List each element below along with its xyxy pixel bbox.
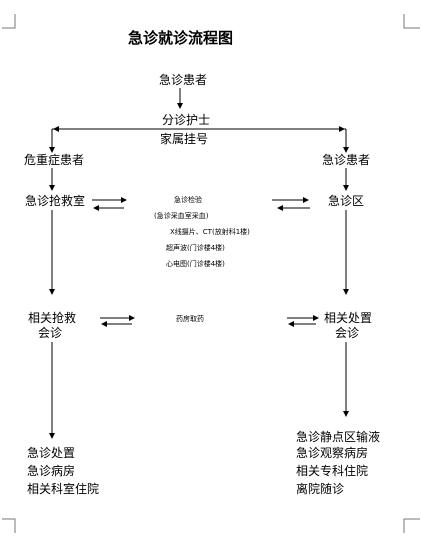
node-rescue-consult-1: 相关抢救	[28, 311, 77, 325]
node-emergency-patient: 急诊患者	[322, 153, 371, 167]
node-rescue-consult-2: 会诊	[38, 326, 63, 340]
exam-ecg: 心电图(门诊楼4楼)	[166, 260, 225, 268]
outcome-left-1: 急诊处置	[27, 446, 76, 460]
page-corner-marks	[2, 14, 420, 533]
node-pharmacy: 药房取药	[176, 315, 204, 323]
outcome-left-3: 相关科室住院	[27, 482, 100, 496]
node-disposal-consult-1: 相关处置	[324, 311, 373, 325]
outcome-right-3: 相关专科住院	[296, 464, 369, 478]
node-rescue-room: 急诊抢救室	[25, 194, 86, 208]
exam-lab: 急诊检验	[174, 196, 202, 204]
exam-xray-ct: X线摄片、CT(放射科1楼)	[170, 228, 250, 236]
node-patient: 急诊患者	[159, 73, 208, 87]
node-family-register: 家属挂号	[160, 132, 209, 146]
outcome-right-2: 急诊观察病房	[296, 446, 369, 460]
outcome-right-1: 急诊静点区输液	[296, 430, 381, 444]
outcome-right-4: 离院随诊	[296, 482, 345, 496]
outcome-left-2: 急诊病房	[27, 464, 76, 478]
page-title: 急诊就诊流程图	[128, 29, 234, 47]
node-critical-patient: 危重症患者	[24, 153, 85, 167]
exam-blood: (急诊采血室采血)	[154, 212, 209, 220]
exam-ultrasound: 超声波(门诊楼4楼)	[166, 244, 225, 252]
node-disposal-consult-2: 会诊	[335, 326, 360, 340]
node-triage-nurse: 分诊护士	[162, 113, 211, 127]
node-emergency-area: 急诊区	[328, 194, 365, 208]
